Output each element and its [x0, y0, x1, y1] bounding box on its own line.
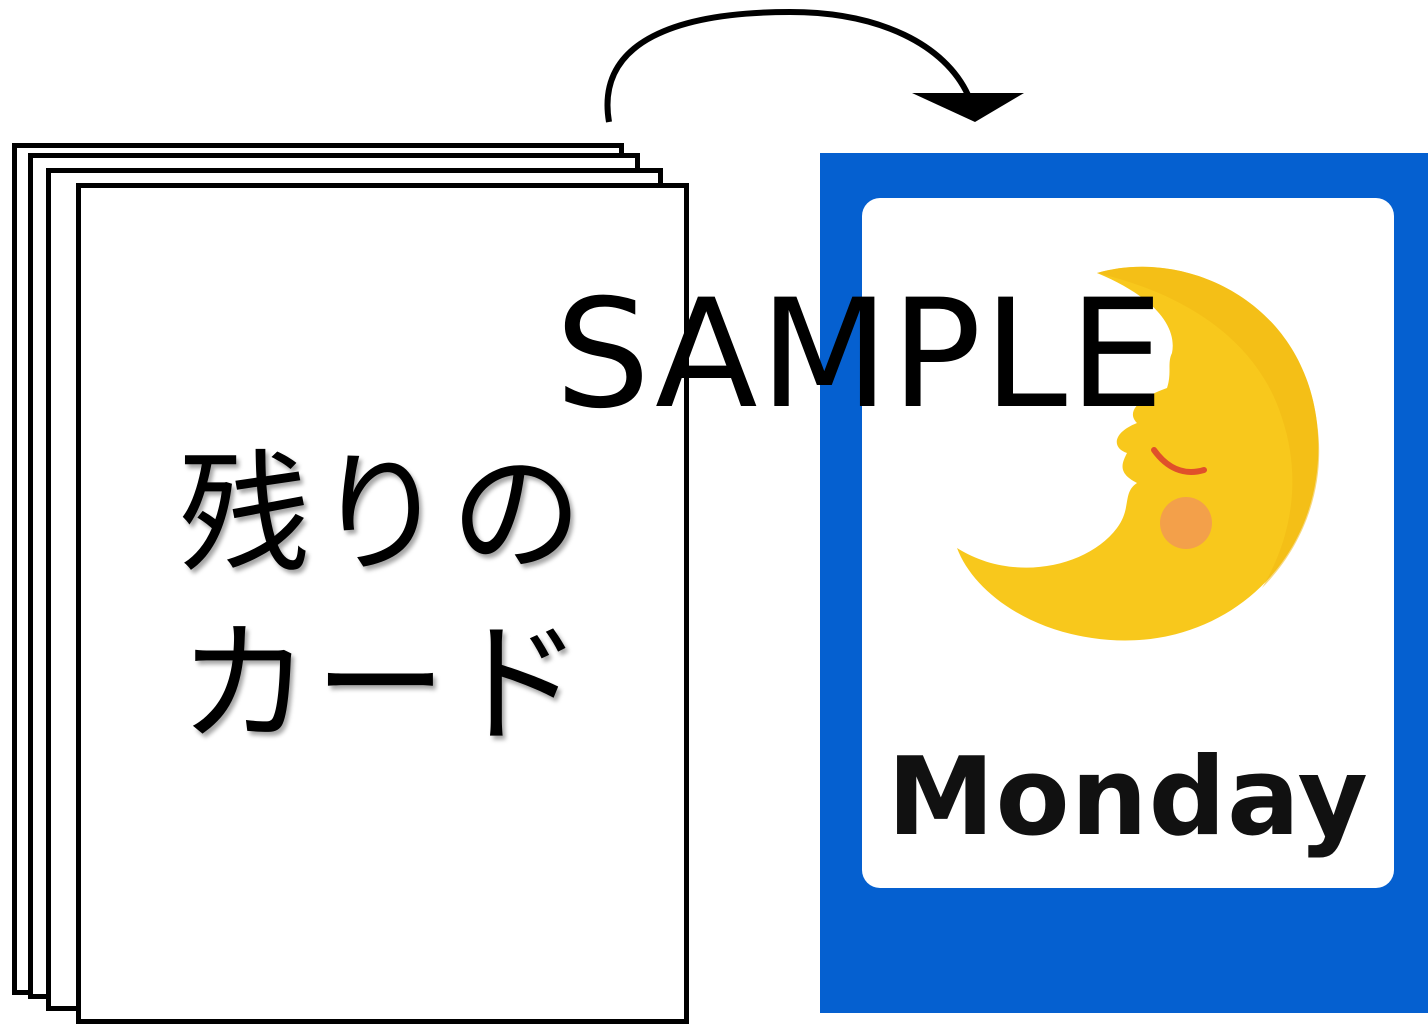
crescent-moon-face-icon: [957, 266, 1320, 641]
flash-card-word: Monday: [887, 735, 1369, 860]
deck-label: 残りの カード: [76, 430, 689, 770]
deck-label-line-2: カード: [178, 608, 587, 762]
sample-watermark: SAMPLE: [555, 268, 1166, 442]
flash-card-panel: Monday: [862, 198, 1394, 888]
deck-card-front: [76, 183, 689, 1024]
deck-label-line-1: 残りの: [178, 438, 587, 592]
flash-card: Monday: [820, 153, 1428, 1013]
